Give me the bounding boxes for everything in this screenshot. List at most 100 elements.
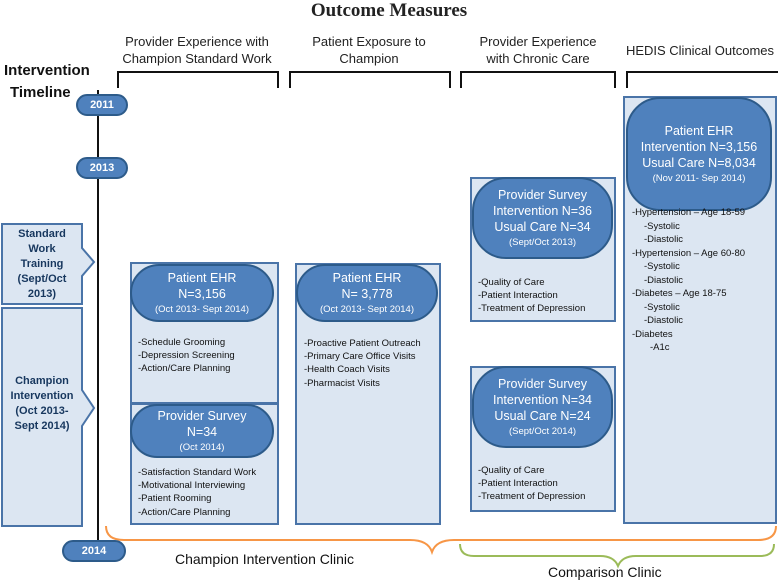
patient-ehr-box-2: Patient EHR N= 3,778 (Oct 2013- Sept 201… (296, 264, 438, 322)
column-bracket-1 (117, 71, 279, 88)
survey3-intervention: Intervention N=34 (492, 392, 593, 407)
column-heading-2-line1: Patient Exposure to (312, 34, 426, 49)
ehr3-usual: Usual Care N=8,034 (642, 155, 756, 170)
column-heading-4-line1: HEDIS Clinical Outcomes (625, 43, 775, 58)
survey2-period: (Sept/Oct 2013) (508, 236, 577, 248)
list-item: -Patient Interaction (478, 478, 558, 490)
list-item: -Health Coach Visits (304, 364, 390, 376)
list-item: -Pharmacist Visits (304, 377, 380, 389)
ehr2-title: Patient EHR (332, 270, 402, 285)
list-item: -Primary Care Office Visits (304, 351, 416, 363)
standard-work-line: Work (28, 243, 56, 255)
champion-phase-text: Champion Intervention (Oct 2013- Sept 20… (4, 374, 80, 434)
timeline-label-line1: Intervention (4, 62, 90, 79)
column-heading-1: Provider Experience with Champion Standa… (108, 33, 286, 67)
list-item: -Diastolic (644, 274, 684, 286)
patient-ehr-box-1: Patient EHR N=3,156 (Oct 2013- Sept 2014… (130, 264, 274, 322)
column-heading-4: HEDIS Clinical Outcomes (622, 42, 778, 59)
survey2-usual: Usual Care N=34 (494, 219, 591, 234)
provider-survey-box-3: Provider Survey Intervention N=34 Usual … (472, 366, 613, 448)
list-item: -Diabetes (632, 328, 673, 340)
standard-work-phase-arrow: Standard Work Training (Sept/Oct 2013) (0, 222, 96, 306)
list-item: -Patient Rooming (138, 493, 212, 505)
timeline-label: Intervention Timeline (4, 60, 90, 104)
comparison-clinic-label: Comparison Clinic (548, 564, 662, 580)
champion-arrow-shape (1, 307, 96, 527)
champion-clinic-brace (105, 525, 777, 556)
survey1-measures: -Satisfaction Standard Work -Motivationa… (138, 466, 256, 519)
year-marker-2014: 2014 (62, 540, 126, 562)
list-item: -Treatment of Depression (478, 491, 586, 503)
ehr1-n: N=3,156 (178, 286, 226, 301)
provider-survey-box-2: Provider Survey Intervention N=36 Usual … (472, 177, 613, 259)
column-heading-1-line1: Provider Experience with (125, 34, 269, 49)
list-item: -Diabetes – Age 18-75 (632, 288, 727, 299)
list-item: -Patient Interaction (478, 290, 558, 302)
champion-line: Intervention (10, 390, 74, 402)
list-item: -Hypertension – Age 60-80 (632, 247, 746, 259)
survey2-intervention: Intervention N=36 (492, 203, 593, 218)
list-item: -Action/Care Planning (138, 363, 231, 375)
standard-work-line: Standard (18, 228, 66, 240)
ehr1-measures: -Schedule Grooming -Depression Screening… (138, 336, 235, 376)
standard-work-phase-text: Standard Work Training (Sept/Oct 2013) (4, 227, 80, 302)
list-item: -Diastolic (644, 315, 684, 326)
ehr1-title: Patient EHR (167, 270, 237, 285)
comparison-clinic-brace (459, 543, 775, 569)
list-item: -A1c (650, 342, 670, 353)
ehr1-period: (Oct 2013- Sept 2014) (155, 303, 249, 315)
diagram-title: Outcome Measures (310, 0, 468, 21)
champion-clinic-label: Champion Intervention Clinic (175, 551, 354, 567)
champion-line: Sept 2014) (14, 420, 70, 432)
timeline-label-line2: Timeline (10, 84, 71, 101)
list-item: -Action/Care Planning (138, 506, 231, 518)
list-item: -Hypertension – Age 18-59 (632, 207, 746, 218)
champion-line: (Oct 2013- (15, 405, 69, 417)
survey3-measures: -Quality of Care -Patient Interaction -T… (478, 464, 585, 504)
standard-work-line: Training (20, 258, 64, 270)
list-item: -Systolic (644, 261, 680, 272)
list-item: -Proactive Patient Outreach (304, 338, 421, 349)
column-heading-1-line2: Champion Standard Work (122, 51, 272, 66)
column-heading-2: Patient Exposure to Champion (285, 33, 453, 67)
column-heading-3-line2: with Chronic Care (486, 51, 590, 66)
champion-phase-arrow: Champion Intervention (Oct 2013- Sept 20… (0, 306, 96, 528)
year-marker-2013: 2013 (76, 157, 128, 179)
year-marker-2011: 2011 (76, 94, 128, 116)
survey2-measures: -Quality of Care -Patient Interaction -T… (478, 276, 585, 316)
survey3-title: Provider Survey (498, 376, 587, 391)
list-item: -Diastolic (644, 234, 684, 245)
survey1-n: N=34 (186, 424, 218, 439)
list-item: -Systolic (644, 301, 680, 313)
ehr3-title: Patient EHR (664, 123, 734, 138)
ehr2-n: N= 3,778 (341, 286, 393, 301)
standard-work-line: (Sept/Oct (17, 273, 67, 285)
champion-line: Champion (15, 375, 69, 387)
column-heading-2-line2: Champion (339, 51, 399, 66)
column-bracket-4 (626, 71, 778, 88)
standard-work-line: 2013) (27, 288, 57, 300)
survey1-title: Provider Survey (157, 408, 247, 423)
ehr2-measures: -Proactive Patient Outreach -Primary Car… (304, 337, 421, 390)
ehr3-intervention: Intervention N=3,156 (640, 139, 758, 154)
list-item: -Quality of Care (478, 465, 545, 476)
ehr3-period: (Nov 2011- Sep 2014) (652, 172, 746, 184)
list-item: -Systolic (644, 220, 680, 232)
list-item: -Satisfaction Standard Work (138, 467, 257, 478)
ehr3-measures: -Hypertension – Age 18-59 -Systolic -Dia… (632, 206, 745, 355)
list-item: -Quality of Care (478, 277, 545, 288)
column-heading-3: Provider Experience with Chronic Care (455, 33, 621, 67)
list-item: -Depression Screening (138, 350, 235, 362)
patient-ehr-box-3: Patient EHR Intervention N=3,156 Usual C… (626, 97, 772, 211)
column-bracket-3 (460, 71, 616, 88)
list-item: -Schedule Grooming (138, 337, 226, 348)
survey1-period: (Oct 2014) (179, 441, 225, 453)
column-bracket-2 (289, 71, 451, 88)
survey3-period: (Sept/Oct 2014) (508, 425, 577, 437)
column-heading-3-line1: Provider Experience (479, 34, 597, 49)
list-item: -Motivational Interviewing (138, 480, 246, 492)
provider-survey-box-1: Provider Survey N=34 (Oct 2014) (130, 404, 274, 458)
survey2-title: Provider Survey (498, 187, 587, 202)
standard-work-arrow-shape (1, 223, 96, 305)
list-item: -Treatment of Depression (478, 303, 586, 315)
